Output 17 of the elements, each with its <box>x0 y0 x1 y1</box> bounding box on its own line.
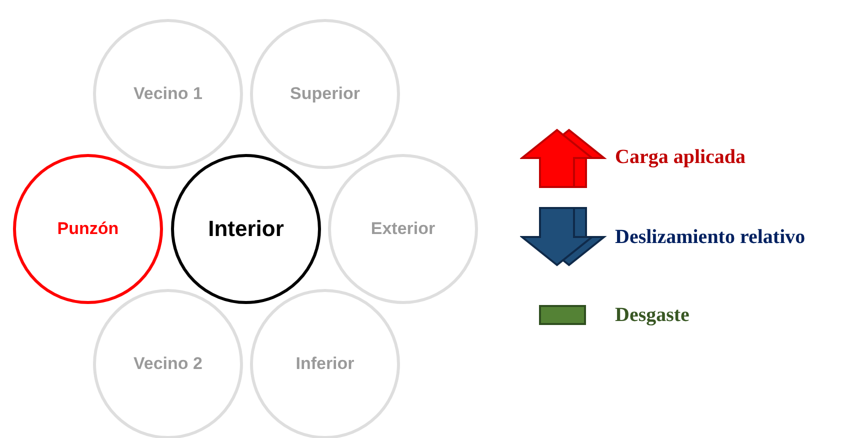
circle-node <box>13 154 163 304</box>
circle-node <box>328 154 478 304</box>
node-label: Interior <box>208 216 284 242</box>
circle-node <box>250 19 400 169</box>
circle-node <box>171 154 321 304</box>
legend-label: Deslizamiento relativo <box>615 226 806 249</box>
node-label: Vecino 1 <box>134 84 202 104</box>
circle-node <box>250 289 400 438</box>
circle-node <box>93 19 243 169</box>
node-label: Exterior <box>370 219 436 239</box>
node-label: Punzón <box>57 219 119 239</box>
circle-node <box>93 289 243 438</box>
node-label: Superior <box>290 84 360 104</box>
node-label: Inferior <box>296 354 354 374</box>
legend-label: Desgaste <box>615 304 690 327</box>
legend-label: Carga aplicada <box>615 146 746 169</box>
node-label: Vecino 2 <box>134 354 202 374</box>
